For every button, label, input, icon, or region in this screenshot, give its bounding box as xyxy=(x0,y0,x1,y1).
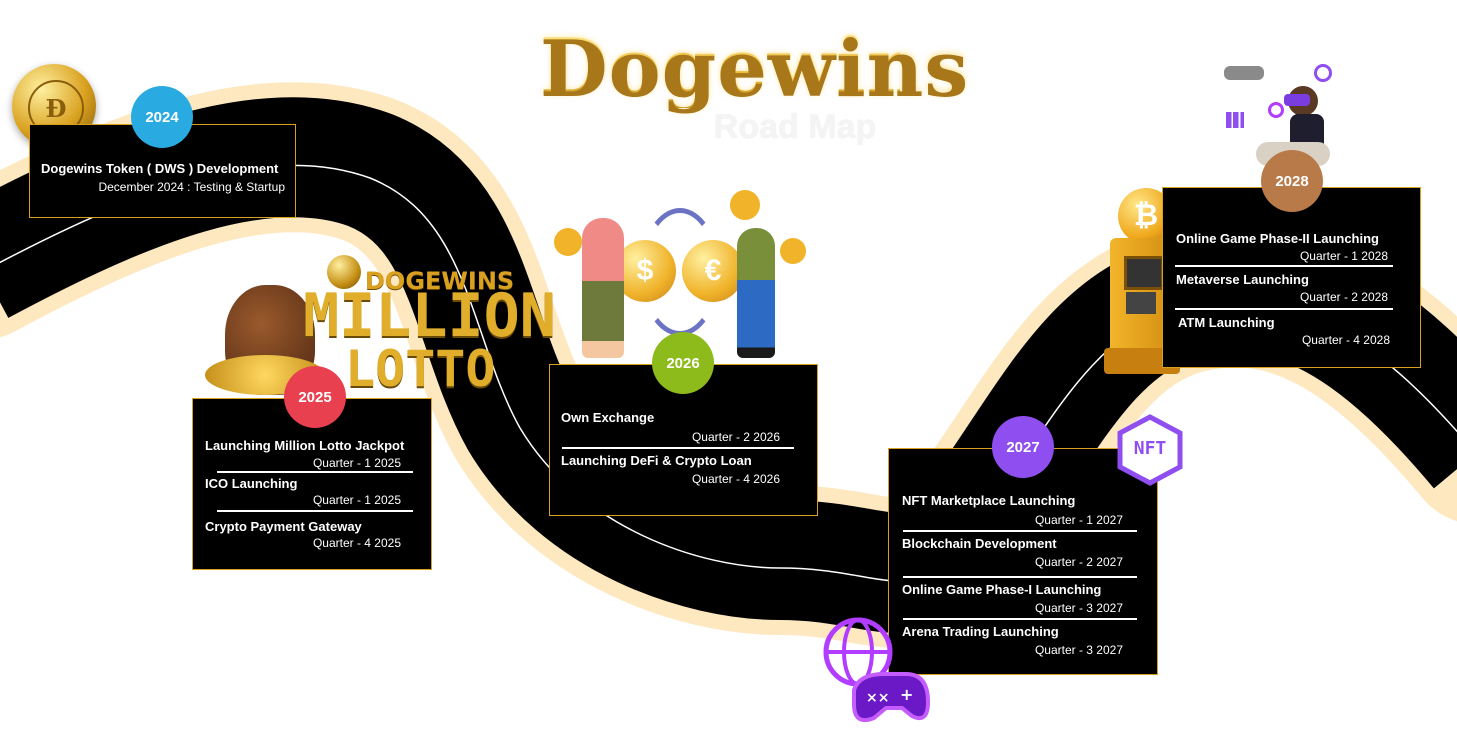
item-separator xyxy=(217,510,413,512)
person-left-icon xyxy=(582,218,624,358)
item-subtitle: Quarter - 4 2025 xyxy=(312,536,401,550)
item-title: Metaverse Launching xyxy=(1176,272,1309,287)
item-title: Launching Million Lotto Jackpot xyxy=(205,438,405,453)
item-separator xyxy=(903,530,1137,532)
atm-keypad xyxy=(1126,292,1156,314)
nft-badge-label: NFT xyxy=(1133,438,1167,459)
item-subtitle: Quarter - 2 2028 xyxy=(1299,290,1388,304)
item-title: Launching DeFi & Crypto Loan xyxy=(561,453,752,468)
item-subtitle: Quarter - 3 2027 xyxy=(1034,601,1123,615)
lotto-logo-top: DOGEWINS xyxy=(365,267,515,295)
item-title: Online Game Phase-II Launching xyxy=(1176,231,1379,246)
gold-coin-decor-icon xyxy=(780,238,806,264)
gold-coin-decor-icon xyxy=(730,190,760,220)
item-subtitle: Quarter - 4 2028 xyxy=(1301,333,1390,347)
nft-badge-icon: NFT xyxy=(1116,414,1184,486)
item-subtitle: Quarter - 2 2026 xyxy=(691,430,780,444)
year-badge-2026: 2026 xyxy=(652,332,714,394)
item-title: Blockchain Development xyxy=(902,536,1057,551)
drone-icon xyxy=(1224,66,1264,80)
item-title: Crypto Payment Gateway xyxy=(205,519,362,534)
item-subtitle: Quarter - 1 2025 xyxy=(312,493,401,507)
item-title: Arena Trading Launching xyxy=(902,624,1059,639)
svg-text:+: + xyxy=(900,685,913,704)
ring-icon xyxy=(1314,64,1332,82)
item-separator xyxy=(217,471,413,473)
hexagon-icon xyxy=(1117,414,1183,486)
dogewins-coin-small-icon xyxy=(327,255,361,289)
milestone-card-2027: NFT Marketplace Launching Quarter - 1 20… xyxy=(888,448,1158,675)
item-title: ICO Launching xyxy=(205,476,298,491)
year-badge-2025: 2025 xyxy=(284,366,346,428)
item-subtitle: Quarter - 3 2027 xyxy=(1034,643,1123,657)
chart-bars-icon xyxy=(1226,112,1244,128)
year-badge-2027: 2027 xyxy=(992,416,1054,478)
item-subtitle: December 2024 : Testing & Startup xyxy=(98,180,285,194)
item-subtitle: Quarter - 2 2027 xyxy=(1034,555,1123,569)
item-title: Dogewins Token ( DWS ) Development xyxy=(41,161,279,176)
lotto-logo-line2: LOTTO xyxy=(345,340,496,398)
person-right-icon xyxy=(737,228,775,358)
item-subtitle: Quarter - 1 2027 xyxy=(1034,513,1123,527)
gamepad-icon: ⨯⨯ + xyxy=(823,617,931,723)
lotto-logo-line1: MILLION xyxy=(303,281,556,351)
ring-icon xyxy=(1268,102,1284,118)
brand-title: Dogewins xyxy=(540,22,970,113)
item-separator xyxy=(562,447,794,449)
brand-subtitle: Road Map xyxy=(713,108,877,146)
item-separator xyxy=(1175,265,1393,267)
item-subtitle: Quarter - 1 2025 xyxy=(312,456,401,470)
million-lotto-logo: DOGEWINS MILLION LOTTO xyxy=(205,255,556,405)
item-separator xyxy=(1175,308,1393,310)
svg-text:⨯⨯: ⨯⨯ xyxy=(866,690,889,706)
item-separator xyxy=(903,618,1137,620)
exchange-arrows-icon xyxy=(640,208,720,336)
atm-body xyxy=(1110,238,1172,356)
atm-screen xyxy=(1124,256,1164,290)
item-separator xyxy=(903,576,1137,578)
item-subtitle: Quarter - 4 2026 xyxy=(691,472,780,486)
item-subtitle: Quarter - 1 2028 xyxy=(1299,249,1388,263)
item-title: Own Exchange xyxy=(561,410,655,425)
year-badge-2028: 2028 xyxy=(1261,150,1323,212)
milestone-card-2028: Online Game Phase-II Launching Quarter -… xyxy=(1162,187,1421,368)
item-title: ATM Launching xyxy=(1178,315,1275,330)
gold-coin-decor-icon xyxy=(554,228,582,256)
vr-headset-icon xyxy=(1284,94,1310,106)
item-title: NFT Marketplace Launching xyxy=(902,493,1076,508)
vr-gamer-illustration xyxy=(1220,60,1340,210)
year-badge-2024: 2024 xyxy=(131,86,193,148)
item-title: Online Game Phase-I Launching xyxy=(902,582,1102,597)
game-globe-icon: ⨯⨯ + xyxy=(814,612,934,727)
